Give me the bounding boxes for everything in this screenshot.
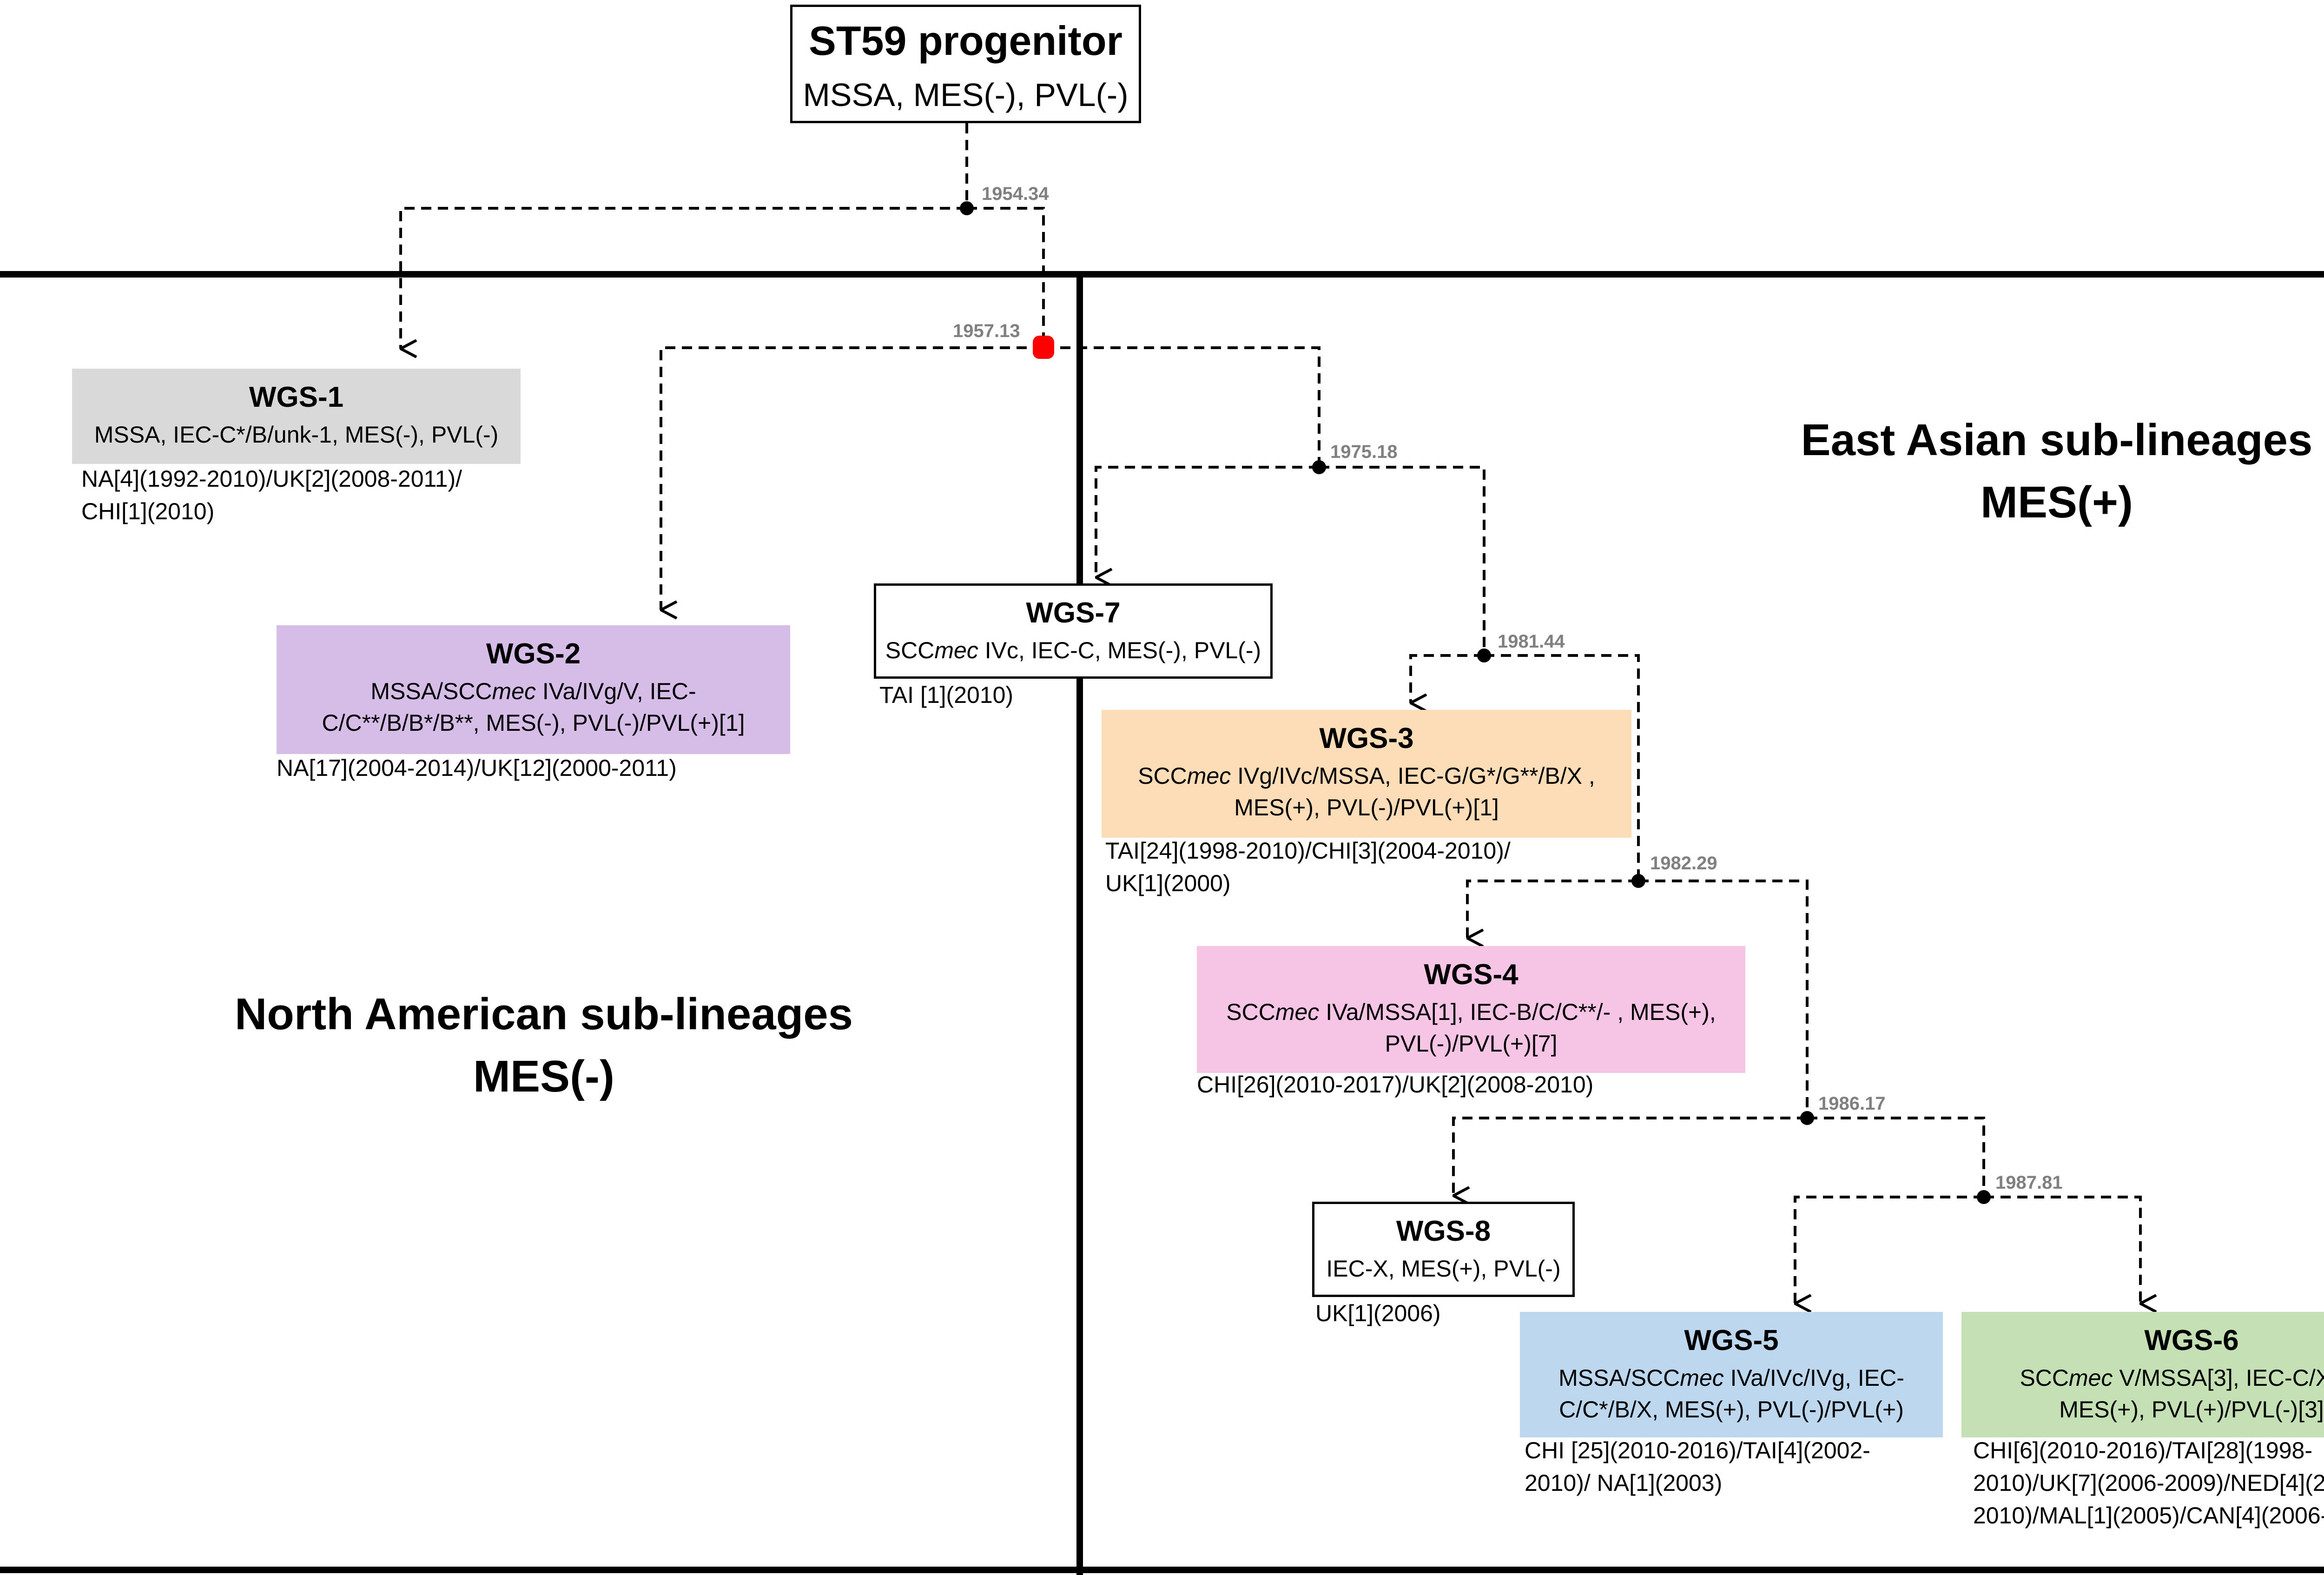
progenitor-desc: MSSA, MES(-), PVL(-): [803, 76, 1129, 113]
wgs1-title: WGS-1: [249, 381, 344, 413]
wgs6-desc-line1: SCCmec V/MSSA[3], IEC-C/X[1],: [2020, 1365, 2324, 1391]
wgs3-desc-line2: MES(+), PVL(-)/PVL(+)[1]: [1234, 794, 1499, 821]
wgs3-loc-line1: TAI[24](1998-2010)/CHI[3](2004-2010)/: [1105, 838, 1511, 864]
edge-1975-1981: [1319, 466, 1486, 655]
wgs5-box: WGS-5 MSSA/SCCmec IVa/IVc/IVg, IEC- C/C*…: [1520, 1312, 1943, 1437]
wgs6-locations: CHI[6](2010-2016)/TAI[28](1998- 2010)/UK…: [1973, 1434, 2324, 1532]
wgs4-desc-line2: PVL(-)/PVL(+)[7]: [1385, 1030, 1558, 1057]
wgs6-desc-line2: MES(+), PVL(+)/PVL(-)[3]: [2059, 1396, 2324, 1423]
edge-1981-wgs3: [1409, 654, 1484, 703]
node-date-1982: 1982.29: [1650, 853, 1717, 874]
wgs7-title: WGS-7: [1026, 597, 1121, 629]
east-asian-mes: MES(+): [1980, 477, 2133, 528]
node-date-1986: 1986.17: [1818, 1093, 1886, 1114]
wgs4-loc-line1: CHI[26](2010-2017)/UK[2](2008-2010): [1197, 1072, 1594, 1098]
wgs8-loc-line1: UK[1](2006): [1315, 1300, 1441, 1326]
edge-1986-1987: [1807, 1117, 1985, 1197]
wgs4-desc-line1: SCCmec IVa/MSSA[1], IEC-B/C/C**/- , MES(…: [1226, 999, 1716, 1026]
north-american-mes: MES(-): [473, 1052, 614, 1102]
node-dot-1982: [1631, 874, 1645, 888]
edge-1986-wgs8: [1452, 1117, 1807, 1196]
wgs4-title: WGS-4: [1424, 959, 1519, 991]
edge-1987-wgs6: [1984, 1196, 2140, 1304]
progenitor-title: ST59 progenitor: [809, 18, 1122, 64]
wgs3-locations: TAI[24](1998-2010)/CHI[3](2004-2010)/ UK…: [1105, 834, 1511, 900]
wgs6-loc-line2: 2010)/UK[7](2006-2009)/NED[4](2002-: [1973, 1470, 2324, 1496]
wgs4-locations: CHI[26](2010-2017)/UK[2](2008-2010): [1197, 1068, 1593, 1101]
wgs5-locations: CHI [25](2010-2016)/TAI[4](2002- 2010)/ …: [1525, 1434, 1870, 1499]
node-date-1981: 1981.44: [1498, 631, 1565, 652]
wgs2-desc-line2: C/C**/B/B*/B**, MES(-), PVL(-)/PVL(+)[1]: [322, 709, 745, 736]
wgs1-desc: MSSA, IEC-C*/B/unk-1, MES(-), PVL(-): [94, 422, 499, 448]
edge-1957-wgs2: [660, 346, 1043, 610]
edge-1975-wgs7: [1095, 466, 1319, 577]
wgs1-loc-line1: NA[4](1992-2010)/UK[2](2008-2011)/: [81, 466, 462, 492]
wgs8-locations: UK[1](2006): [1315, 1297, 1441, 1330]
wgs7-desc: SCCmec IVc, IEC-C, MES(-), PVL(-): [885, 637, 1261, 664]
wgs6-loc-line3: 2010)/MAL[1](2005)/CAN[4](2006-2008): [1973, 1502, 2324, 1529]
node-date-1957: 1957.13: [953, 321, 1020, 341]
wgs1-loc-line2: CHI[1](2010): [81, 498, 215, 524]
wgs6-loc-line1: CHI[6](2010-2016)/TAI[28](1998-: [1973, 1437, 2313, 1463]
wgs5-desc-line1: MSSA/SCCmec IVa/IVc/IVg, IEC-: [1558, 1365, 1904, 1391]
wgs7-loc-line1: TAI [1](2010): [879, 682, 1014, 708]
node-date-1975: 1975.18: [1330, 442, 1398, 462]
edge-1982-1986: [1638, 880, 1809, 1118]
wgs6-box: WGS-6 SCCmec V/MSSA[3], IEC-C/X[1], MES(…: [1961, 1312, 2324, 1437]
edge-1954-1957: [967, 207, 1045, 346]
wgs6-title: WGS-6: [2144, 1324, 2239, 1357]
wgs7-box: WGS-7 SCCmec IVc, IEC-C, MES(-), PVL(-): [874, 583, 1273, 679]
wgs3-box: WGS-3 SCCmec IVg/IVc/MSSA, IEC-G/G*/G**/…: [1102, 710, 1631, 838]
wgs2-desc-line1: MSSA/SCCmec IVa/IVg/V, IEC-: [370, 678, 696, 705]
node-dot-1975: [1312, 460, 1326, 474]
edge-1982-wgs4: [1466, 880, 1638, 938]
node-root-1957: [1033, 336, 1054, 359]
wgs8-title: WGS-8: [1396, 1215, 1491, 1247]
node-dot-1987: [1977, 1190, 1991, 1204]
north-american-heading: North American sub-lineages MES(-): [200, 983, 888, 1108]
wgs3-title: WGS-3: [1319, 722, 1414, 754]
edge-1957-1975: [1043, 346, 1320, 467]
wgs2-title: WGS-2: [486, 638, 581, 670]
wgs7-locations: TAI [1](2010): [879, 679, 1013, 711]
wgs5-title: WGS-5: [1684, 1324, 1779, 1357]
wgs4-box: WGS-4 SCCmec IVa/MSSA[1], IEC-B/C/C**/- …: [1197, 946, 1745, 1073]
edge-1981-1982: [1484, 654, 1640, 881]
wgs3-loc-line2: UK[1](2000): [1105, 870, 1231, 896]
wgs2-locations: NA[17](2004-2014)/UK[12](2000-2011): [277, 752, 677, 784]
edge-1954-wgs1: [399, 207, 967, 349]
east-asian-heading: East Asian sub-lineages MES(+): [1743, 409, 2324, 534]
wgs2-box: WGS-2 MSSA/SCCmec IVa/IVg/V, IEC- C/C**/…: [277, 625, 790, 754]
east-asian-title: East Asian sub-lineages: [1801, 415, 2313, 465]
wgs8-desc: IEC-X, MES(+), PVL(-): [1326, 1256, 1561, 1282]
edge-1987-wgs5: [1794, 1196, 1984, 1304]
node-date-1954: 1954.34: [982, 184, 1049, 204]
node-dot-1981: [1477, 649, 1491, 662]
wgs1-box: WGS-1 MSSA, IEC-C*/B/unk-1, MES(-), PVL(…: [72, 369, 521, 464]
wgs2-loc-line1: NA[17](2004-2014)/UK[12](2000-2011): [277, 755, 677, 781]
wgs8-box: WGS-8 IEC-X, MES(+), PVL(-): [1312, 1202, 1575, 1297]
progenitor-box: ST59 progenitor MSSA, MES(-), PVL(-): [790, 5, 1141, 123]
wgs5-loc-line2: 2010)/ NA[1](2003): [1525, 1470, 1723, 1496]
wgs1-locations: NA[4](1992-2010)/UK[2](2008-2011)/ CHI[1…: [81, 463, 462, 528]
north-american-title: North American sub-lineages: [234, 989, 853, 1039]
wgs5-loc-line1: CHI [25](2010-2016)/TAI[4](2002-: [1525, 1437, 1870, 1463]
node-dot-1954: [960, 201, 974, 215]
wgs3-desc-line1: SCCmec IVg/IVc/MSSA, IEC-G/G*/G**/B/X ,: [1138, 763, 1595, 789]
node-dot-1986: [1800, 1111, 1814, 1125]
wgs5-desc-line2: C/C*/B/X, MES(+), PVL(-)/PVL(+): [1559, 1396, 1904, 1423]
node-date-1987: 1987.81: [1995, 1172, 2063, 1193]
